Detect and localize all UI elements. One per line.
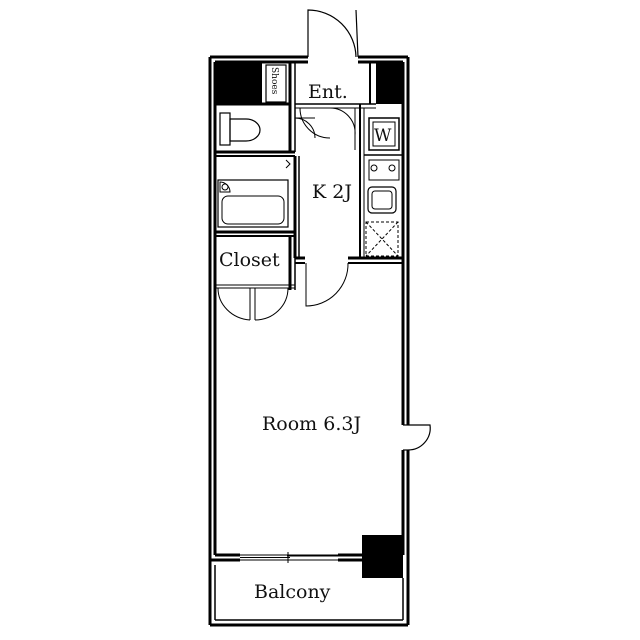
front-door-swing [307,9,357,58]
toilet-tank [219,112,231,146]
washer-label: W [374,126,392,146]
balcony-window [240,552,338,563]
closet [215,236,296,321]
fridge-space [365,221,399,257]
kitchen-label: K 2J [312,181,352,203]
kitchen-sink [367,186,397,214]
outer-walls [208,55,410,578]
entrance-label: Ent. [308,81,348,103]
washer-space [368,117,400,151]
balcony-label: Balcony [254,581,331,603]
side-window [403,424,431,451]
kitchen-room-partition [295,256,403,307]
bathtub [217,179,289,228]
hall-doors [299,107,356,150]
room-label: Room 6.3J [262,413,361,435]
entrance-area [265,9,376,109]
balcony-outline [208,560,410,627]
closet-label: Closet [219,249,280,271]
shoes-label: Shoes [269,67,279,95]
shoe-cabinet [265,64,287,103]
toilet-bowl [229,118,261,142]
washer-kitchen [359,104,403,258]
toilet-room [215,102,316,157]
pillars [215,62,403,578]
bathroom [215,156,300,258]
